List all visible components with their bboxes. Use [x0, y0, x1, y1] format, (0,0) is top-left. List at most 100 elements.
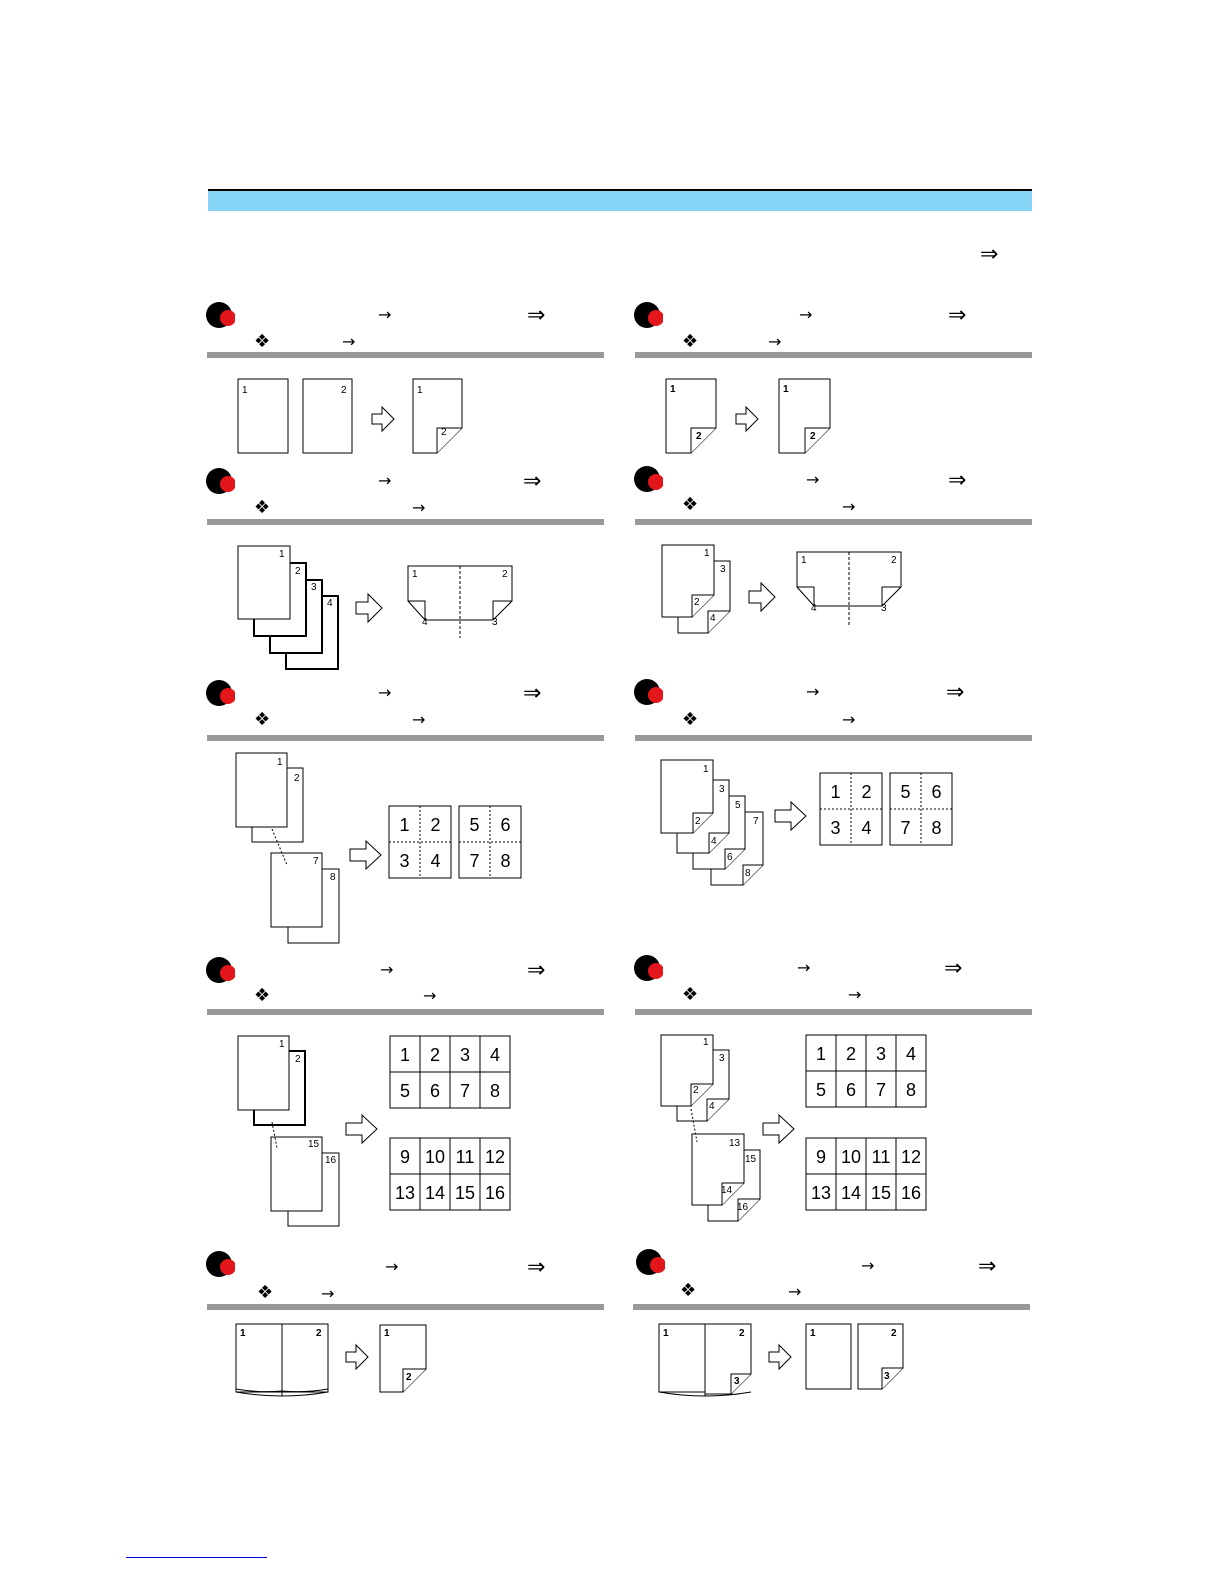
double-arrow-icon: ⇒ [944, 956, 963, 981]
grid-page-number: 13 [811, 1183, 831, 1203]
diamond-bullet-icon: ❖ [254, 709, 271, 730]
right-arrow-icon: → [412, 710, 426, 729]
grid-page-number: 9 [816, 1147, 826, 1167]
page-label: 14 [721, 1185, 733, 1196]
double-arrow-icon: ⇒ [527, 1255, 546, 1280]
footer-link-underline[interactable] [126, 1557, 267, 1558]
section-rule [633, 1304, 1030, 1310]
page-label: 1 [810, 1328, 816, 1339]
page-label: 15 [308, 1139, 320, 1150]
page-label: 1 [783, 384, 789, 395]
grid-page-number: 1 [399, 815, 409, 835]
right-arrow-icon [774, 800, 807, 832]
diamond-bullet-icon: ❖ [682, 494, 699, 515]
section-bullet-icon [206, 302, 235, 328]
section-bullet-icon [634, 302, 663, 328]
page-label: 2 [695, 816, 701, 827]
grid-page-number: 10 [425, 1147, 445, 1167]
grid-page-number: 16 [901, 1183, 921, 1203]
double-arrow-icon: ⇒ [948, 468, 967, 493]
grid-page-number: 2 [861, 782, 871, 802]
right-arrow-icon: → [423, 986, 437, 1005]
diagram-1s-magazine: 1 2 3 4 1 2 4 3 [237, 545, 513, 670]
grid-page-number: 4 [906, 1044, 916, 1064]
double-arrow-icon: ⇒ [523, 469, 542, 494]
page-label: 7 [313, 856, 319, 867]
grid-page-number: 16 [485, 1183, 505, 1203]
fold-corner [436, 427, 462, 453]
page-label: 1 [704, 548, 710, 559]
right-arrow-icon: → [380, 960, 394, 979]
right-arrow-icon: → [378, 305, 392, 324]
grid-page-number: 10 [841, 1147, 861, 1167]
right-arrow-icon: → [799, 305, 813, 324]
right-arrow-icon: → [848, 985, 862, 1004]
page-label: 3 [719, 784, 725, 795]
grid-page-number: 14 [841, 1183, 861, 1203]
right-arrow-icon [371, 405, 395, 433]
page-label: 2 [294, 773, 300, 784]
section-bullet-icon [206, 468, 235, 494]
page-label: 3 [881, 603, 887, 614]
page-label: 1 [412, 569, 418, 580]
diamond-bullet-icon: ❖ [682, 709, 699, 730]
diamond-bullet-icon: ❖ [680, 1280, 697, 1301]
right-arrow-icon: → [806, 682, 820, 701]
page-label: 2 [693, 1085, 699, 1096]
grid-page-number: 8 [500, 851, 510, 871]
grid-page-number: 5 [400, 1081, 410, 1101]
section-rule [207, 519, 604, 525]
grid-page-number: 2 [430, 1045, 440, 1065]
right-arrow-icon: → [378, 683, 392, 702]
page-label: 1 [384, 1328, 390, 1339]
grid-page-number: 3 [830, 818, 840, 838]
grid-page-number: 5 [816, 1080, 826, 1100]
diagram-2s-magazine: 1 2 3 4 1 2 4 3 [661, 544, 902, 634]
right-arrow-icon [762, 1113, 795, 1145]
page-label: 4 [811, 603, 817, 614]
right-arrow-icon: → [797, 958, 811, 977]
page-label: 3 [884, 1371, 890, 1382]
grid-page-number: 8 [931, 818, 941, 838]
section-bullet-icon [206, 957, 235, 983]
page-label: 4 [710, 613, 716, 624]
page-label: 1 [801, 555, 807, 566]
double-arrow-icon: ⇒ [978, 1254, 997, 1279]
original-page-1 [237, 378, 289, 454]
page-label: 15 [745, 1154, 757, 1165]
grid-page-number: 1 [830, 782, 840, 802]
original-page-2 [302, 378, 353, 454]
grid-page-number: 1 [816, 1044, 826, 1064]
page-label: 2 [441, 427, 447, 438]
page-label: 2 [810, 431, 816, 442]
grid-page-number: 14 [425, 1183, 445, 1203]
page-label: 8 [745, 868, 751, 879]
grid-page-number: 3 [460, 1045, 470, 1065]
section-bullet-icon [634, 955, 663, 981]
page-label: 1 [279, 1039, 285, 1050]
page-label: 4 [709, 1101, 715, 1112]
page-label: 2 [295, 566, 301, 577]
right-arrow-icon [748, 581, 776, 613]
right-arrow-icon: → [385, 1257, 399, 1276]
page-label: 4 [422, 617, 428, 628]
grid-page-number: 12 [485, 1147, 505, 1167]
section-rule [207, 735, 604, 741]
page-label: 5 [735, 800, 741, 811]
page-label: 1 [240, 1328, 246, 1339]
page-label: 4 [711, 836, 717, 847]
page-label: 3 [720, 564, 726, 575]
page-label: 1 [663, 1328, 669, 1339]
section-bullet-icon [206, 680, 235, 706]
right-arrow-icon [355, 592, 383, 624]
section-title-bar [208, 189, 1032, 211]
page-label: 1 [242, 385, 248, 396]
double-arrow-icon: ⇒ [980, 242, 999, 267]
page-label: 2 [406, 1372, 412, 1383]
diamond-bullet-icon: ❖ [682, 331, 699, 352]
grid-page-number: 8 [490, 1081, 500, 1101]
right-arrow-icon: → [768, 332, 782, 351]
right-arrow-icon: → [806, 470, 820, 489]
page-label: 3 [719, 1053, 725, 1064]
